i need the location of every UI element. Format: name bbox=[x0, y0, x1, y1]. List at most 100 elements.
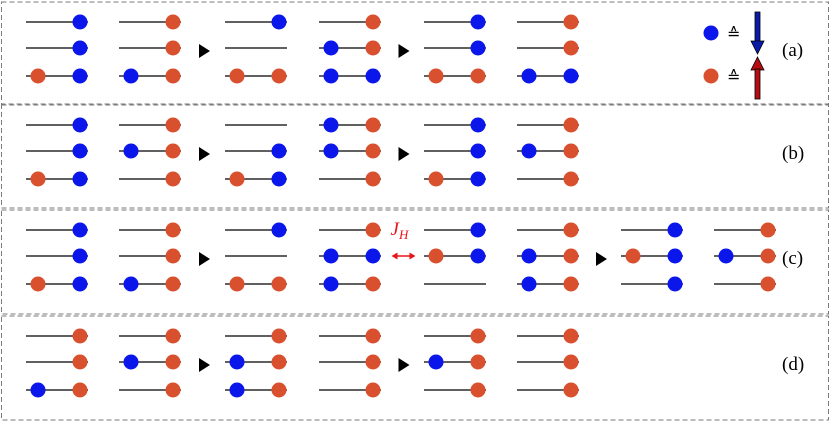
spin-config bbox=[26, 328, 88, 398]
spin-up-electron bbox=[563, 143, 579, 159]
spin-up-electron bbox=[563, 117, 579, 133]
spin-down-electron bbox=[428, 354, 444, 370]
spin-config bbox=[225, 222, 287, 292]
spin-down-electron bbox=[470, 248, 486, 264]
spin-up-electron bbox=[563, 171, 579, 187]
spin-config bbox=[517, 117, 579, 187]
spin-up-electron bbox=[760, 222, 776, 238]
transition-arrow-icon bbox=[596, 252, 607, 266]
spin-down-electron bbox=[323, 117, 339, 133]
legend-spin-down-dot bbox=[703, 25, 719, 41]
spin-up-electron bbox=[365, 14, 381, 30]
spin-down-electron bbox=[667, 248, 683, 264]
panel-a: (a) bbox=[1, 1, 829, 105]
spin-down-electron bbox=[271, 171, 287, 187]
legend-equiv-symbol: ≙ bbox=[727, 26, 740, 43]
spin-config bbox=[517, 14, 579, 84]
arrow-down-shaft bbox=[754, 11, 761, 43]
spin-config bbox=[225, 124, 287, 187]
spin-config bbox=[119, 14, 181, 84]
spin-up-electron bbox=[365, 382, 381, 398]
spin-up-electron bbox=[470, 382, 486, 398]
panel-c: JH(c) bbox=[1, 209, 829, 315]
spin-up-electron bbox=[365, 171, 381, 187]
spin-down-electron bbox=[323, 68, 339, 84]
spin-up-electron bbox=[271, 276, 287, 292]
spin-config bbox=[424, 328, 486, 398]
spin-up-electron bbox=[165, 117, 181, 133]
spin-config bbox=[424, 222, 486, 285]
transition-arrow-icon bbox=[398, 358, 410, 372]
spin-up-electron bbox=[563, 328, 579, 344]
spin-up-electron bbox=[563, 354, 579, 370]
transition-arrow-icon bbox=[398, 44, 410, 58]
panel-d: (d) bbox=[1, 315, 829, 421]
spin-up-electron bbox=[470, 328, 486, 344]
spin-up-electron bbox=[563, 382, 579, 398]
spin-up-electron bbox=[365, 117, 381, 133]
hund-coupling-arrow-icon bbox=[391, 252, 416, 260]
spin-up-electron bbox=[365, 40, 381, 56]
panel-frame bbox=[1, 315, 829, 421]
spin-config bbox=[714, 222, 776, 292]
spin-down-electron bbox=[521, 276, 537, 292]
spin-up-electron bbox=[72, 328, 88, 344]
spin-down-electron bbox=[72, 171, 88, 187]
arrow-up-icon bbox=[750, 56, 765, 100]
spin-up-electron bbox=[165, 40, 181, 56]
spin-up-electron bbox=[563, 40, 579, 56]
spin-down-electron bbox=[323, 40, 339, 56]
spin-up-electron bbox=[30, 276, 46, 292]
spin-up-electron bbox=[365, 276, 381, 292]
spin-down-electron bbox=[72, 14, 88, 30]
legend-equiv-symbol: ≙ bbox=[727, 69, 740, 86]
legend-spin-up-dot bbox=[703, 68, 719, 84]
spin-up-electron bbox=[271, 328, 287, 344]
spin-up-electron bbox=[365, 222, 381, 238]
spin-up-electron bbox=[470, 354, 486, 370]
spin-up-electron bbox=[760, 276, 776, 292]
spin-up-electron bbox=[229, 171, 245, 187]
spin-config bbox=[225, 14, 287, 84]
spin-down-electron bbox=[521, 248, 537, 264]
spin-up-electron bbox=[165, 68, 181, 84]
spin-down-electron bbox=[271, 14, 287, 30]
spin-down-electron bbox=[72, 276, 88, 292]
panel-b: (b) bbox=[1, 104, 829, 209]
spin-down-electron bbox=[667, 222, 683, 238]
spin-up-electron bbox=[165, 222, 181, 238]
spin-down-electron bbox=[271, 222, 287, 238]
spin-up-electron bbox=[165, 354, 181, 370]
spin-down-electron bbox=[521, 143, 537, 159]
spin-down-electron bbox=[123, 276, 139, 292]
spin-up-electron bbox=[760, 248, 776, 264]
panel-label: (a) bbox=[782, 40, 803, 61]
spin-up-electron bbox=[72, 354, 88, 370]
spin-up-electron bbox=[165, 14, 181, 30]
spin-config bbox=[26, 117, 88, 187]
spin-up-electron bbox=[72, 382, 88, 398]
spin-config bbox=[319, 328, 381, 398]
spin-up-electron bbox=[165, 248, 181, 264]
spin-up-electron bbox=[470, 68, 486, 84]
spin-down-electron bbox=[470, 117, 486, 133]
spin-down-electron bbox=[72, 222, 88, 238]
spin-down-electron bbox=[470, 40, 486, 56]
spin-down-electron bbox=[718, 248, 734, 264]
spin-up-electron bbox=[625, 248, 641, 264]
spin-down-electron bbox=[30, 382, 46, 398]
transition-arrow-icon bbox=[199, 252, 210, 266]
spin-config bbox=[225, 328, 287, 398]
transition-arrow-icon bbox=[199, 358, 210, 372]
spin-down-electron bbox=[470, 143, 486, 159]
spin-up-electron bbox=[428, 248, 444, 264]
spin-up-electron bbox=[165, 143, 181, 159]
spin-config bbox=[319, 222, 381, 292]
transition-arrow-icon bbox=[199, 147, 210, 161]
spin-up-electron bbox=[165, 382, 181, 398]
arrow-up-head bbox=[750, 56, 765, 71]
spin-down-electron bbox=[72, 68, 88, 84]
spin-up-electron bbox=[30, 68, 46, 84]
spin-up-electron bbox=[165, 276, 181, 292]
